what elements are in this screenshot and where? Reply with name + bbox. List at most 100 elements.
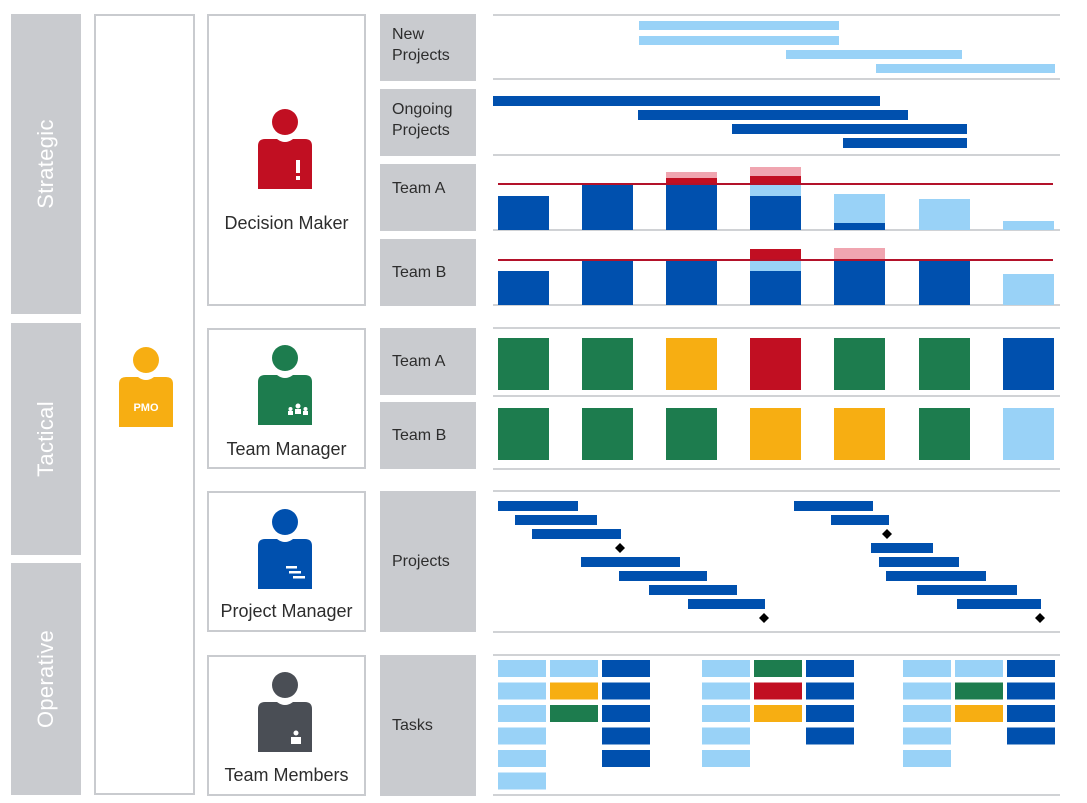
task-card (806, 660, 854, 677)
status-tile-team-b (750, 408, 801, 460)
status-tile-team-b (919, 408, 970, 460)
task-card (955, 705, 1003, 722)
row-label-ongoing-projects: Ongoing Projects (380, 89, 476, 156)
project-gantt-bar (619, 571, 707, 581)
pmo-badge: PMO (133, 402, 159, 414)
task-card (903, 660, 951, 677)
task-card (498, 682, 546, 700)
level-strategic: Strategic (11, 14, 81, 314)
status-tile-team-b (498, 408, 549, 460)
task-card (806, 682, 854, 700)
capacity-bar-team-a (498, 196, 549, 230)
role-name: Team Manager (226, 439, 347, 459)
project-gantt-bar (794, 501, 873, 511)
milestone-diamond (615, 543, 625, 553)
task-card (602, 727, 650, 745)
person-alert-icon (258, 109, 312, 189)
role-team-members: Team Members (207, 655, 366, 796)
task-card (903, 750, 951, 767)
role-project-manager: Project Manager (207, 491, 366, 632)
task-card (754, 682, 802, 700)
row-label-tasks: Tasks (380, 655, 476, 796)
capacity-bar-team-b (750, 271, 801, 305)
project-gantt-bar (871, 543, 933, 553)
status-tile-team-a (919, 338, 970, 390)
role-decision-maker: Decision Maker (207, 14, 366, 306)
status-tile-team-b (1003, 408, 1054, 460)
status-tile-team-a (1003, 338, 1054, 390)
row-label-team-b-tactical: Team B (380, 402, 476, 469)
capacity-bar-team-a (834, 194, 885, 223)
ongoing-project-bar (493, 96, 880, 106)
task-card (550, 660, 598, 677)
status-tile-team-b (666, 408, 717, 460)
capacity-bar-team-b (750, 261, 801, 271)
capacity-bar-team-b (750, 249, 801, 261)
capacity-bar-team-a (750, 184, 801, 196)
project-gantt-bar (886, 571, 986, 581)
project-gantt-bar (649, 585, 737, 595)
task-card (702, 660, 750, 677)
task-card (1007, 705, 1055, 722)
task-card (1007, 682, 1055, 700)
status-tile-team-a (582, 338, 633, 390)
capacity-bar-team-b (919, 260, 970, 305)
ongoing-project-bar (638, 110, 908, 120)
capacity-bar-team-b (1003, 274, 1054, 305)
status-tile-team-a (498, 338, 549, 390)
status-tile-team-b (834, 408, 885, 460)
row-label-new-projects: New Projects (380, 14, 476, 81)
task-card (498, 660, 546, 677)
milestone-diamond (759, 613, 769, 623)
ongoing-project-bar (843, 138, 967, 148)
row-label-team-a-strategic: Team A (380, 164, 476, 231)
pmo-person-icon: PMO (119, 347, 173, 427)
task-card (754, 660, 802, 677)
new-project-bar (639, 36, 839, 45)
task-card (955, 660, 1003, 677)
status-tile-team-a (834, 338, 885, 390)
task-card (702, 705, 750, 722)
role-name: Project Manager (220, 601, 353, 621)
task-card (498, 705, 546, 722)
task-card (602, 660, 650, 677)
milestone-diamond (882, 529, 892, 539)
row-label-projects: Projects (380, 491, 476, 632)
new-project-bar (639, 21, 839, 30)
task-card (903, 727, 951, 745)
task-card (806, 727, 854, 745)
role-name: Decision Maker (224, 213, 349, 233)
task-card (702, 727, 750, 745)
capacity-bar-team-a (834, 223, 885, 230)
capacity-bar-team-a (750, 167, 801, 176)
task-card (498, 750, 546, 767)
status-tile-team-a (750, 338, 801, 390)
milestone-diamond (1035, 613, 1045, 623)
role-team-manager: Team Manager (207, 328, 366, 469)
task-card (550, 682, 598, 700)
task-card (806, 705, 854, 722)
capacity-bar-team-b (582, 260, 633, 305)
capacity-bar-team-a (1003, 221, 1054, 230)
status-tile-team-a (666, 338, 717, 390)
role-name: Team Members (224, 765, 349, 785)
task-card (955, 682, 1003, 700)
capacity-bar-team-b (498, 271, 549, 305)
task-card (1007, 727, 1055, 745)
level-tactical: Tactical (11, 323, 81, 555)
row-label-team-a-tactical: Team A (380, 328, 476, 395)
person-team-icon (258, 345, 312, 425)
task-card (498, 772, 546, 790)
project-gantt-bar (515, 515, 597, 525)
capacity-bar-team-b (666, 260, 717, 305)
row-label-team-b-strategic: Team B (380, 239, 476, 306)
capacity-bar-team-a (666, 172, 717, 178)
task-card (602, 682, 650, 700)
task-card (550, 705, 598, 722)
person-badge-icon (258, 672, 312, 752)
person-gantt-icon (258, 509, 312, 589)
task-card (702, 750, 750, 767)
task-card (498, 727, 546, 745)
capacity-bar-team-b (834, 248, 885, 260)
